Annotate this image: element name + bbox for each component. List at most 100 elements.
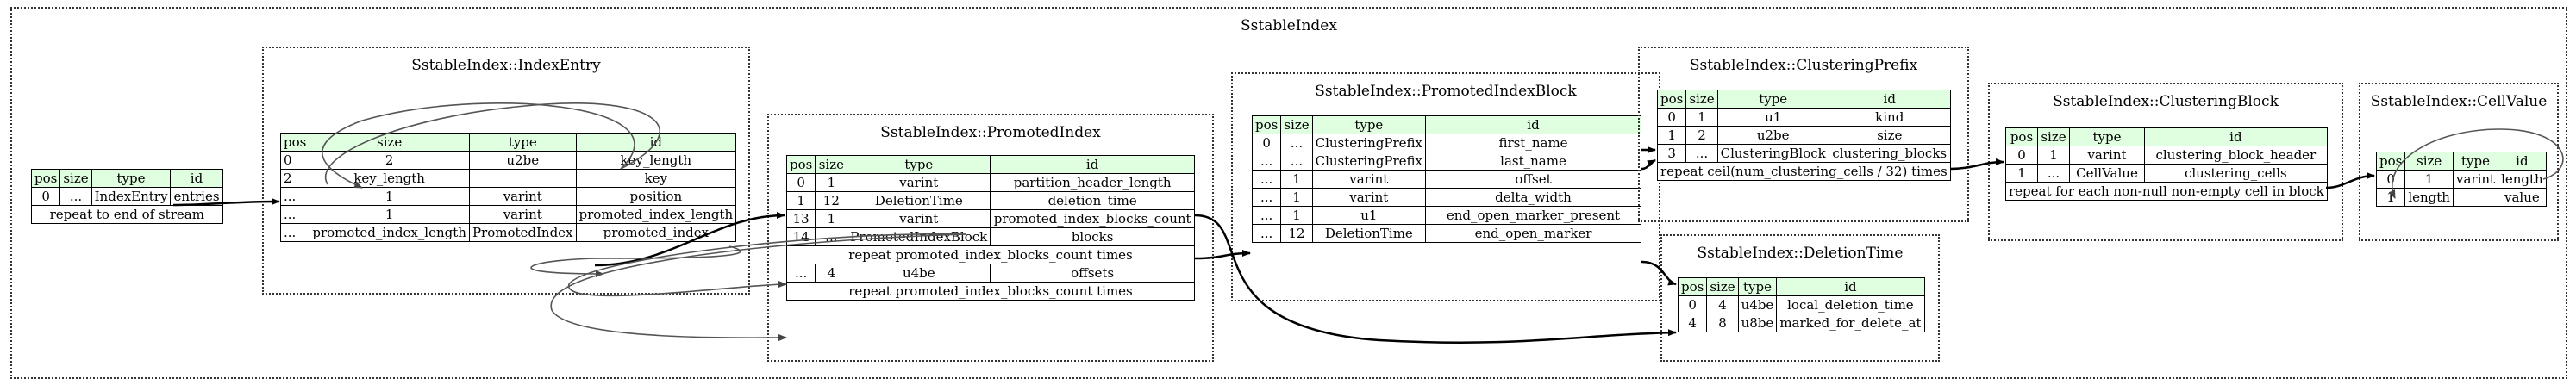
repeat-row: repeat ceil(num_clustering_cells / 32) t… [1657, 162, 1951, 181]
cell-type: varint [847, 173, 991, 192]
cell-pos: ... [279, 205, 310, 224]
col-type: type [1737, 277, 1778, 296]
cell-type: varint [468, 187, 577, 206]
col-id: id [170, 169, 223, 188]
cell-size: 1 [2037, 146, 2070, 165]
cell-size: ... [2037, 164, 2070, 183]
cluster-title: SstableIndex::DeletionTime [1697, 245, 1904, 262]
cell-pos: 14 [785, 227, 816, 246]
table-row: 13 1 varint promoted_index_blocks_count [785, 209, 1195, 228]
header-row: pos size type id [1677, 277, 1925, 296]
cell-id: kind [1828, 108, 1951, 127]
cell-size: key_length [309, 169, 470, 188]
header-row: pos size type id [30, 169, 223, 188]
cell-pos: ... [1251, 152, 1282, 171]
cell-pos: ... [1251, 188, 1282, 207]
cell-type: varint [2069, 146, 2145, 165]
cell-type [2452, 188, 2499, 207]
cell-size: ... [815, 227, 848, 246]
cell-size: length [2404, 188, 2454, 207]
cluster-title: SstableIndex::IndexEntry [411, 57, 601, 74]
col-pos: pos [785, 155, 816, 174]
cell-type: u2be [1716, 126, 1829, 145]
cluster-title: SstableIndex::CellValue [2370, 93, 2548, 110]
col-id: id [2498, 152, 2547, 171]
table-row: ... ... ClusteringPrefix last_name [1251, 152, 1641, 171]
cell-size: 4 [1706, 295, 1739, 314]
col-type: type [1716, 90, 1829, 109]
cell-id: length [2498, 170, 2547, 189]
cell-pos: 1 [1656, 126, 1687, 145]
root-record: pos size type id 0 ... IndexEntry entrie… [30, 169, 223, 224]
cell-size: 2 [1685, 126, 1718, 145]
cell-pos: ... [1251, 224, 1282, 243]
header-row: pos size type id [785, 155, 1195, 174]
repeat-row: repeat promoted_index_blocks_count times [786, 282, 1195, 301]
header-row: pos size type id [279, 133, 737, 152]
cell-type: u2be [468, 151, 577, 170]
header-row: pos size type id [1656, 90, 1951, 109]
cell-type: varint [847, 209, 991, 228]
table-row: 1 2 u2be size [1656, 126, 1951, 145]
repeat-note: repeat ceil(num_clustering_cells / 32) t… [1657, 162, 1951, 181]
table-row: 0 1 varint clustering_block_header [2005, 146, 2328, 165]
cell-size: 8 [1706, 314, 1739, 332]
cell-size: ... [1685, 144, 1718, 163]
table-row: 0 1 varint length [2375, 170, 2547, 189]
repeat-row: repeat for each non-null non-empty cell … [2005, 182, 2328, 201]
cell-id: promoted_index [575, 223, 737, 242]
cell-size: promoted_index_length [309, 223, 470, 242]
table-row: 1 length value [2375, 188, 2547, 207]
cell-id: first_name [1425, 134, 1641, 152]
table-row: 0 ... IndexEntry entries [30, 187, 223, 206]
cell-pos: 0 [2005, 146, 2038, 165]
cell-size: 1 [309, 205, 470, 224]
cell-size: 1 [1685, 108, 1718, 127]
repeat-note: repeat to end of stream [31, 205, 223, 224]
table-row: ... 4 u4be offsets [785, 264, 1195, 283]
cell-size: ... [59, 187, 92, 206]
cell-size: 1 [1280, 206, 1313, 225]
promoted-index-record: pos size type id 0 1 varint partition_he… [785, 155, 1195, 301]
cluster-title: SstableIndex::PromotedIndexBlock [1315, 83, 1577, 100]
cell-pos: 0 [1677, 295, 1708, 314]
repeat-note: repeat for each non-null non-empty cell … [2005, 182, 2328, 201]
col-pos: pos [279, 133, 310, 152]
cell-type: u1 [1311, 206, 1427, 225]
cell-id: clustering_block_header [2144, 146, 2328, 165]
col-type: type [468, 133, 577, 152]
col-size: size [815, 155, 848, 174]
repeat-note: repeat promoted_index_blocks_count times [786, 282, 1195, 301]
col-pos: pos [2375, 152, 2406, 171]
clustering-prefix-cluster: SstableIndex::ClusteringPrefix [1638, 47, 1969, 222]
table-row: ... 1 varint promoted_index_length [279, 205, 737, 224]
cell-id: value [2498, 188, 2547, 207]
col-pos: pos [1251, 115, 1282, 134]
header-row: pos size type id [2005, 127, 2328, 146]
table-row: ... promoted_index_length PromotedIndex … [279, 223, 737, 242]
cell-pos: ... [785, 264, 816, 283]
table-row: ... 1 varint offset [1251, 170, 1641, 189]
col-id: id [1425, 115, 1641, 134]
cell-id: key_length [575, 151, 737, 170]
cluster-title: SstableIndex::ClusteringPrefix [1689, 57, 1918, 74]
cell-pos: 4 [1677, 314, 1708, 332]
cell-id: offsets [990, 264, 1195, 283]
cell-size: 12 [1280, 224, 1313, 243]
col-type: type [847, 155, 991, 174]
cell-type: varint [468, 205, 577, 224]
cell-size: 4 [815, 264, 848, 283]
cell-pos: ... [279, 223, 310, 242]
cell-size: 1 [1280, 188, 1313, 207]
cell-type [468, 169, 577, 188]
table-row: 1 12 DeletionTime deletion_time [785, 191, 1195, 210]
cell-pos: ... [279, 187, 310, 206]
cell-pos: ... [1251, 206, 1282, 225]
cell-pos: 1 [2005, 164, 2038, 183]
col-size: size [2037, 127, 2070, 146]
table-row: ... 1 varint delta_width [1251, 188, 1641, 207]
cell-id: entries [170, 187, 223, 206]
col-pos: pos [30, 169, 61, 188]
cell-pos: 0 [1656, 108, 1687, 127]
col-pos: pos [1656, 90, 1687, 109]
